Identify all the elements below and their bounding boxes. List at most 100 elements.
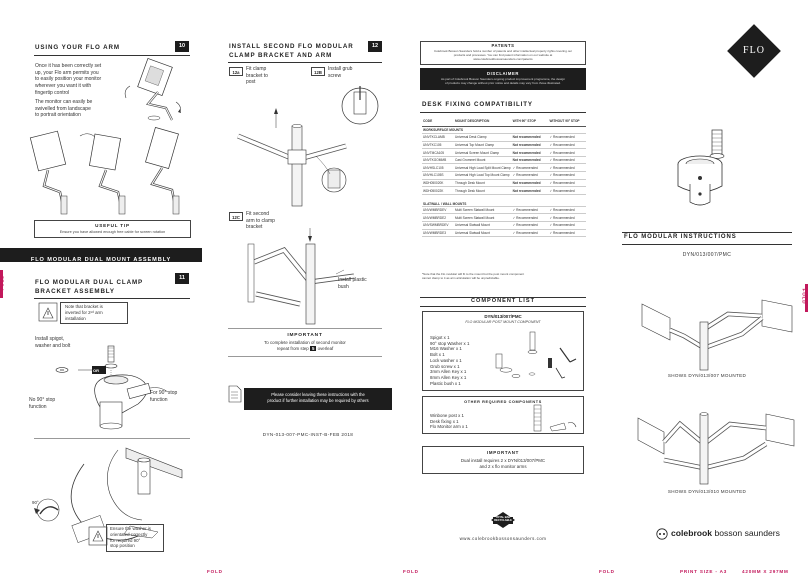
other-components-box: [422, 396, 584, 434]
dual-mount-banner: FLO MODULAR DUAL MOUNT ASSEMBLY: [0, 248, 202, 263]
components-illustration: [495, 331, 577, 379]
fold-label-bottom-1: FOLD: [207, 569, 223, 574]
document-icon: [228, 385, 242, 403]
important-title: IMPORTANT: [287, 333, 323, 338]
table-footnote: *Note that the Flo modular will fit to t…: [422, 272, 525, 280]
post-mount-component-illustration: [677, 129, 725, 206]
fold-label-left: FOLD: [0, 274, 5, 291]
page-3: PATENTS Colebrook Bosson Saunders hold a…: [404, 0, 606, 579]
washer-warning-icon: [88, 526, 108, 546]
label-12b: 12B: [311, 67, 325, 76]
step-number-12: 12: [368, 41, 382, 52]
useful-tip-text: Ensure you have allowed enough free cabl…: [59, 230, 166, 234]
using-arm-text: Once it has been correctly set up, your …: [35, 63, 102, 96]
monitor-arm-illustration: [124, 58, 181, 121]
step-12a-text: Fit clamp bracket to post: [246, 66, 268, 86]
list-item: Grub screw x 1: [430, 363, 460, 369]
component-items: Spigot x 1 90° stop Washer x 1 M16 Washe…: [430, 335, 469, 386]
useful-tip-title: USEFUL TIP: [95, 223, 130, 228]
divider: [34, 438, 190, 439]
divider: [420, 297, 586, 298]
shows-007-caption: SHOWS DYN/013/007 MOUNTED: [667, 373, 747, 378]
divider: [34, 55, 190, 56]
brand-logo: colebrook bosson saunders: [656, 527, 802, 541]
bracket-note-box: [60, 302, 128, 324]
product-code: DYN/013/007/PMC: [682, 252, 732, 258]
clamp-bracket-illustration: [237, 86, 379, 207]
divider: [228, 356, 382, 357]
step-12b-text: Install grub screw: [328, 66, 353, 79]
list-item: Lock washer x 1: [430, 357, 462, 363]
ninety-degree-label: 90°: [32, 500, 39, 505]
desk-fixing-title: DESK FIXING COMPATIBILITY: [422, 101, 533, 108]
consider-banner: [244, 388, 392, 410]
fold-label-bottom-2: FOLD: [403, 569, 419, 574]
instructions-title: FLO MODULAR INSTRUCTIONS: [624, 234, 737, 240]
list-item: Winbone post x 1: [430, 413, 464, 418]
fold-line-right: [805, 284, 808, 312]
fold-label-bottom-3: FOLD: [599, 569, 615, 574]
important-line-2: repeat from step 5 overleaf: [276, 346, 334, 351]
divider: [228, 62, 382, 63]
page-2: INSTALL SECOND FLO MODULAR CLAMP BRACKET…: [202, 0, 404, 579]
divider: [622, 232, 792, 233]
bracket-note-text: Note that bracket is inverted for 2ⁿᵈ ar…: [65, 304, 103, 321]
divider: [420, 306, 586, 307]
component-subtitle: FLO MODULAR POST MOUNT COMPONENT: [465, 320, 541, 324]
shows-010-caption: SHOWS DYN/013/010 MOUNTED: [667, 489, 747, 494]
other-components-illustration: [533, 404, 577, 432]
install-spigot-text: Install spigot, washer and bolt: [35, 336, 71, 349]
other-components-items: Winbone post x 1 Desk fixing x 1 Flo Mon…: [430, 413, 468, 430]
component-list-title: COMPONENT LIST: [470, 298, 536, 304]
second-arm-illustration: [247, 228, 355, 325]
list-item: 8mm Allen Key x 1: [430, 374, 467, 380]
patents-title: PATENTS: [491, 43, 515, 48]
disclaimer-title: DISCLAIMER: [486, 71, 520, 76]
list-item: Desk fixing x 1: [430, 418, 459, 424]
important-title-2: IMPORTANT: [486, 450, 520, 455]
brand-name: colebrook bosson saunders: [671, 528, 780, 538]
label-12c: 12C: [229, 212, 243, 221]
step-number-10: 10: [175, 41, 189, 52]
website-url: www.colebrookbossonsaunders.com: [459, 536, 547, 541]
section-11-title: FLO MODULAR DUAL CLAMP BRACKET ASSEMBLY: [35, 279, 144, 295]
divider: [420, 112, 586, 113]
table-group-row: SLATWALL / WALL MOUNTS: [422, 194, 586, 207]
disclaimer-text: As part of Colebrook Bosson Saunders ong…: [440, 77, 566, 86]
step-number-11: 11: [175, 273, 189, 284]
swivel-text: The monitor can easily be swivelled from…: [35, 99, 93, 119]
washer-note-box: [106, 524, 164, 552]
spigot-assembly-illustration: OR: [55, 345, 169, 430]
patents-text: Colebrook Bosson Saunders hold a number …: [433, 49, 573, 61]
list-item: M16 Washer x 1: [430, 346, 462, 352]
list-item: Flo Monitor arm x 1: [430, 424, 468, 430]
recyclable-badge-text: TOTAL BAR RECYCLABLE: [494, 516, 512, 522]
list-item: Bolt x 1: [430, 352, 445, 358]
divider: [622, 244, 792, 245]
list-item: 90° stop Washer x 1: [430, 340, 470, 346]
important-line-1: To complete installation of second monit…: [264, 340, 346, 345]
mounted-010-illustration: [637, 412, 795, 485]
plastic-bush-text: Install plastic bush: [338, 277, 367, 290]
flo-logo-text: FLO: [743, 45, 765, 56]
washer-orientation-illustration: 90°: [32, 447, 183, 543]
compatibility-table: CODE MOUNT DESCRIPTION WITH 90° STOP WIT…: [422, 117, 586, 238]
no-stop-label: No 90° stop function: [29, 397, 56, 410]
divider: [34, 298, 190, 299]
list-item: 3mm Allen Key x 1: [430, 369, 467, 375]
important-text-2: Dual install requires 2 x DYN/013/007/PM…: [460, 458, 546, 469]
table-group-row: WORKSURFACE MOUNTS: [422, 126, 586, 135]
page-4: FLO FLO MODULAR INSTRUCTIONS DYN/013/007…: [606, 0, 808, 579]
fold-line-left: [0, 270, 3, 298]
other-components-title: OTHER REQUIRED COMPONENTS: [464, 400, 542, 404]
divider: [228, 328, 382, 329]
